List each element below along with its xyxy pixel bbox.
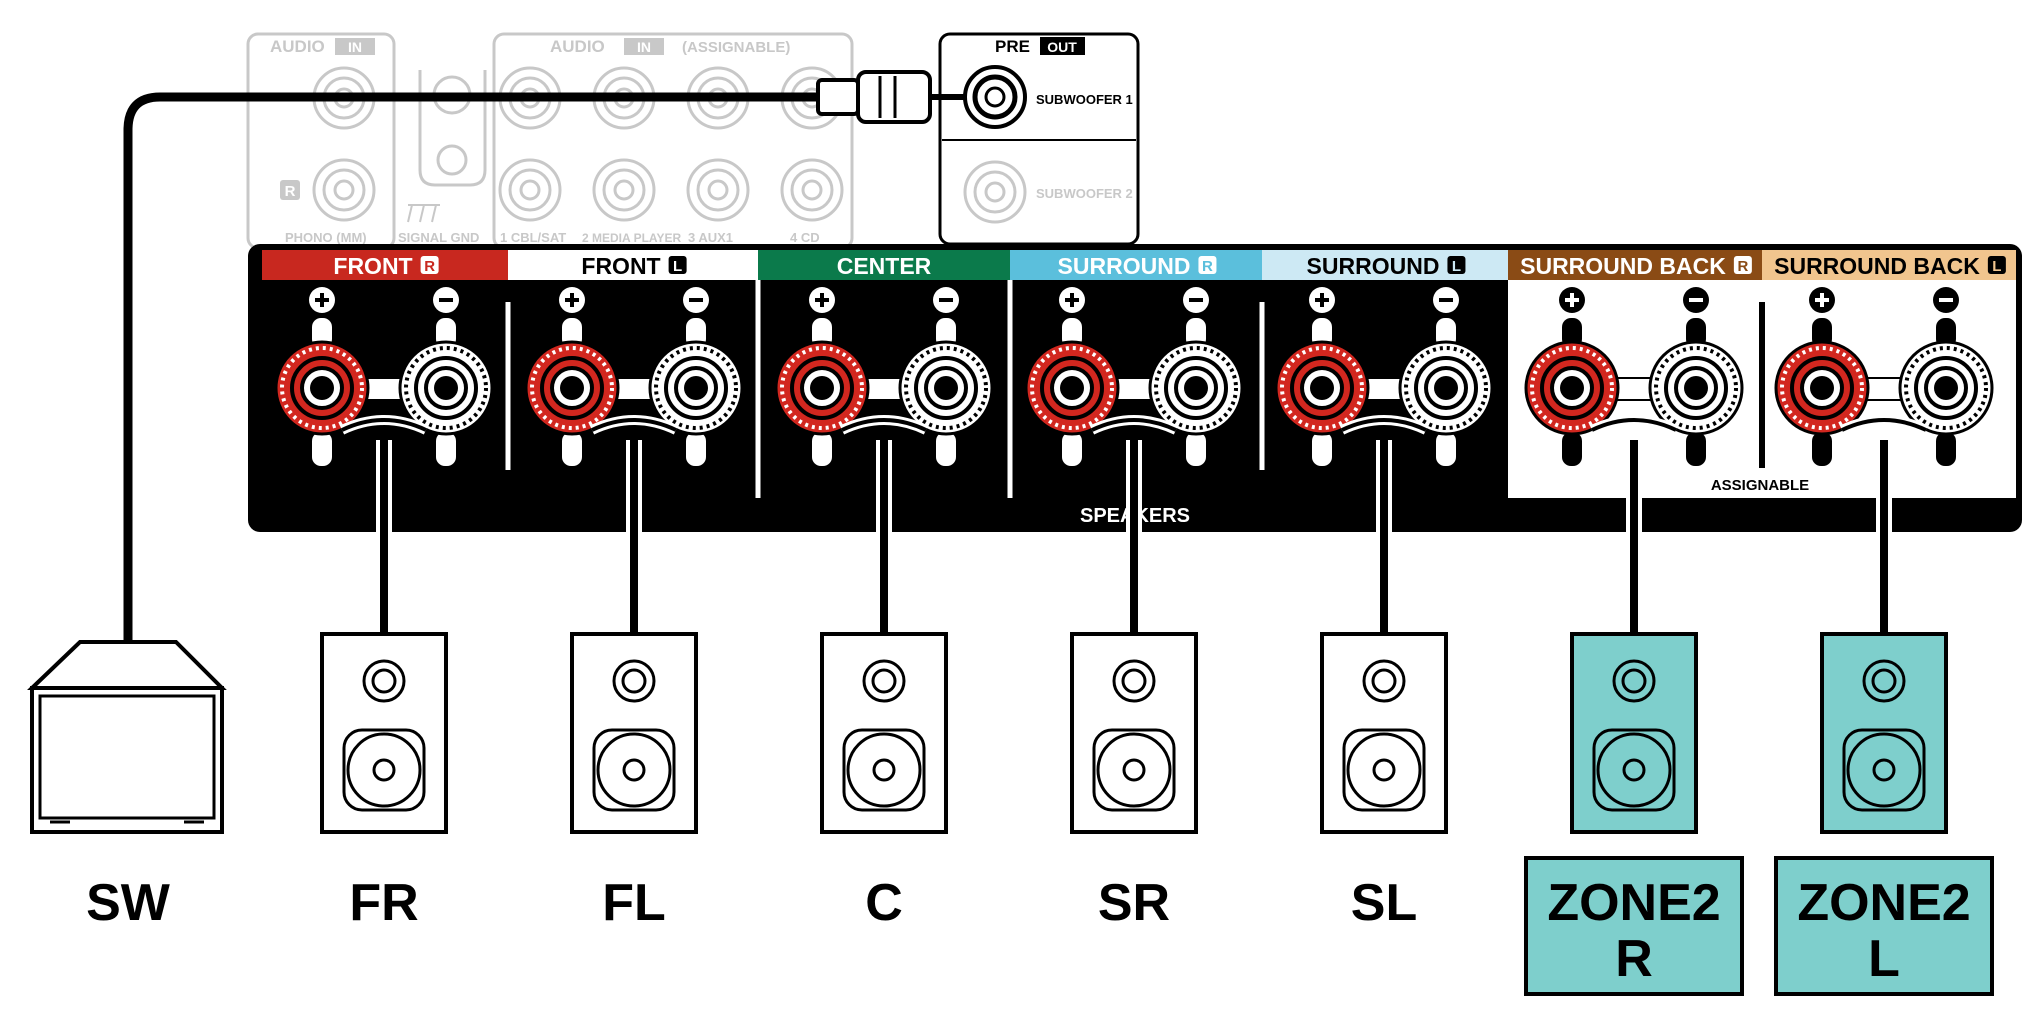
speaker-terminal-pair [274, 287, 494, 466]
channel-tag: R [424, 258, 435, 275]
rca-jack [592, 158, 656, 222]
channel-header: SURROUND L [1262, 250, 1508, 280]
assignable-label: ASSIGNABLE [1711, 477, 1809, 494]
plus-icon [559, 287, 585, 313]
minus-icon [1183, 287, 1209, 313]
speaker-label: SL [1351, 874, 1417, 932]
channel-name: CENTER [837, 253, 932, 279]
audio-in-panel [246, 32, 854, 250]
minus-icon [1683, 287, 1709, 313]
speaker-label: SR [1098, 874, 1170, 932]
svg-text:R: R [285, 183, 296, 200]
speaker-sublabel: R [1615, 930, 1653, 988]
speaker-terminal-pair [1274, 287, 1494, 466]
svg-text:(ASSIGNABLE): (ASSIGNABLE) [682, 39, 790, 56]
channel-header: SURROUND BACK L [1762, 250, 2016, 280]
svg-text:IN: IN [348, 39, 362, 55]
subwoofer-box [27, 640, 227, 834]
channel-header: FRONT L [508, 250, 758, 280]
speaker-box [570, 632, 698, 834]
minus-icon [683, 287, 709, 313]
minus-icon [433, 287, 459, 313]
channel-tag: L [1452, 258, 1461, 275]
zone2-speaker-box [1820, 632, 1948, 834]
svg-text:IN: IN [637, 39, 651, 55]
speaker-box [320, 632, 448, 834]
speaker-label: FR [349, 874, 418, 932]
zone2-speaker-box [1570, 632, 1698, 834]
minus-icon [1933, 287, 1959, 313]
channel-name: SURROUND BACK [1520, 253, 1726, 279]
rca-jack [686, 158, 750, 222]
speaker-label: ZONE2 [1547, 874, 1720, 932]
speaker-label: SW [86, 874, 171, 932]
audio-in-left-header: AUDIO IN [270, 37, 375, 56]
speaker-label: FL [602, 874, 666, 932]
plus-icon [1059, 287, 1085, 313]
subwoofer-2-jack [963, 160, 1027, 224]
svg-text:AUDIO: AUDIO [270, 37, 325, 56]
rca-jack [498, 158, 562, 222]
plus-icon [809, 287, 835, 313]
speaker-box [1320, 632, 1448, 834]
channel-tag: L [1992, 258, 2001, 275]
ground-icon [407, 204, 440, 223]
minus-icon [1433, 287, 1459, 313]
channel-name: FRONT [333, 253, 412, 279]
channel-name: SURROUND BACK [1774, 253, 1980, 279]
channel-tag: L [673, 258, 682, 275]
plus-icon [1809, 287, 1835, 313]
speaker-terminal-pair [1524, 287, 1744, 466]
svg-text:AUDIO: AUDIO [550, 37, 605, 56]
input-label-cbl-sat: 1 CBL/SAT [500, 230, 566, 245]
channel-name: FRONT [581, 253, 660, 279]
speaker-label: C [865, 874, 903, 932]
speaker-label: ZONE2 [1797, 874, 1970, 932]
pre-out-panel: PRE OUT [938, 32, 1140, 246]
input-label-cd: 4 CD [790, 230, 820, 245]
speaker-sublabel: L [1868, 930, 1900, 988]
speaker-terminal-pair [774, 287, 994, 466]
plus-icon [309, 287, 335, 313]
channel-header: SURROUND R [1010, 250, 1262, 280]
plus-icon [1559, 287, 1585, 313]
subwoofer-1-label: SUBWOOFER 1 [1036, 92, 1133, 107]
minus-icon [933, 287, 959, 313]
channel-header: CENTER [758, 250, 1010, 280]
channel-header: FRONT R [262, 250, 508, 280]
input-label-aux1: 3 AUX1 [688, 230, 733, 245]
audio-in-assignable-header: AUDIO IN (ASSIGNABLE) [550, 37, 790, 56]
phono-label: PHONO (MM) [285, 230, 367, 245]
r-badge: R [280, 180, 300, 200]
speaker-terminal-pair [524, 287, 744, 466]
subwoofer-1-jack [963, 65, 1027, 129]
channel-tag: R [1202, 258, 1213, 275]
rca-jack [312, 158, 376, 222]
rca-jack [780, 158, 844, 222]
speaker-box [1070, 632, 1198, 834]
speaker-terminal-pair [1774, 287, 1994, 466]
svg-text:PRE: PRE [995, 37, 1030, 56]
speaker-terminal-pair [1024, 287, 1244, 466]
subwoofer-cable [123, 70, 965, 642]
channel-tag: R [1737, 258, 1748, 275]
channel-name: SURROUND [1058, 253, 1191, 279]
plus-icon [1309, 287, 1335, 313]
signal-gnd-label: SIGNAL GND [398, 230, 479, 245]
subwoofer-2-label: SUBWOOFER 2 [1036, 186, 1133, 201]
channel-name: SURROUND [1307, 253, 1440, 279]
input-label-media-player: 2 MEDIA PLAYER [582, 231, 681, 245]
channel-header: SURROUND BACK R [1508, 250, 1762, 280]
speaker-box [820, 632, 948, 834]
svg-text:OUT: OUT [1047, 39, 1077, 55]
